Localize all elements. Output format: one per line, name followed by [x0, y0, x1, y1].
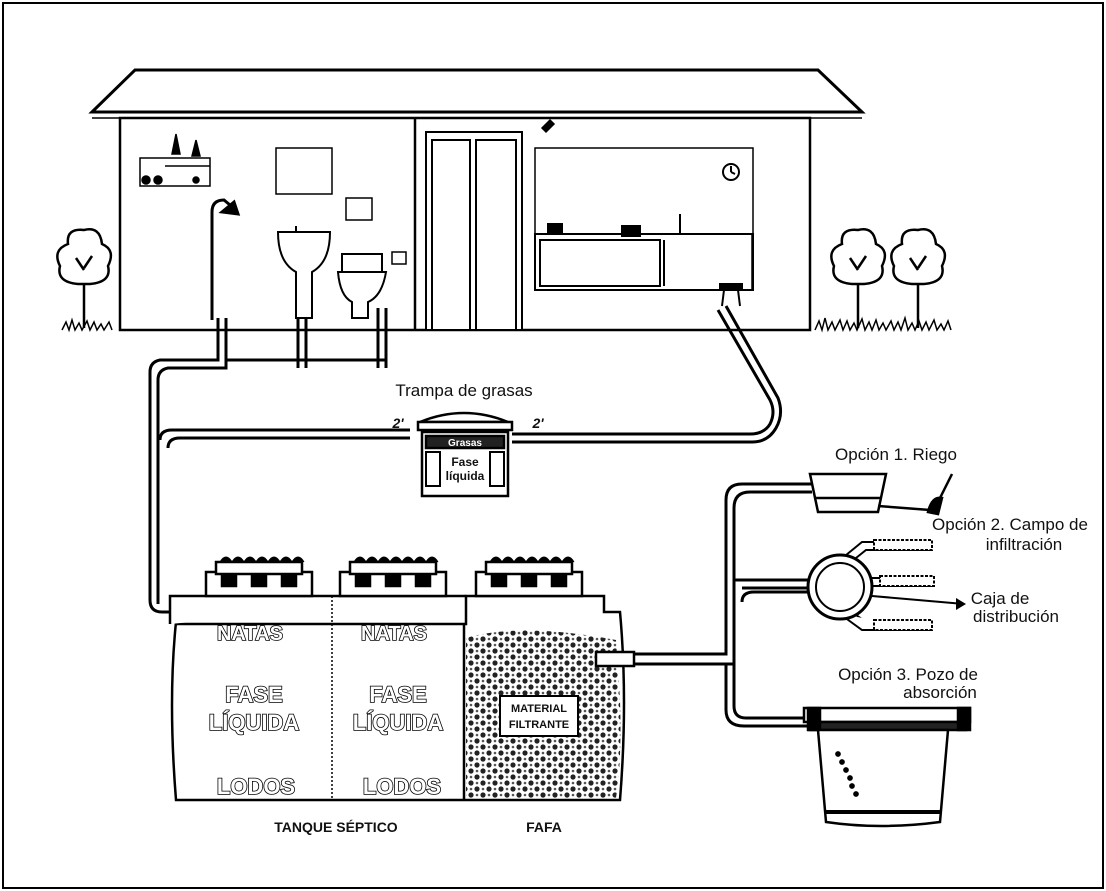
- grass: [814, 315, 952, 333]
- door: [425, 131, 523, 331]
- dist-box-pointer: [871, 595, 965, 605]
- liquid-label-2b: LÍQUIDA: [353, 710, 444, 735]
- bathroom-mirror: [275, 147, 333, 195]
- sprinkler-icon: [926, 473, 954, 516]
- grease-trap: [416, 411, 514, 498]
- option2-label-1: Opción 2. Campo de: [932, 515, 1088, 534]
- option3-label-2: absorción: [903, 683, 977, 702]
- bathroom-shelf: [139, 133, 211, 187]
- filter-material-1: MATERIAL: [511, 703, 567, 715]
- house-roof: [88, 68, 866, 114]
- filter-material-2: FILTRANTE: [509, 719, 569, 731]
- dist-box-label-1: Caja de: [971, 589, 1030, 608]
- sink-icon: [276, 226, 332, 319]
- irrigation-basin: [808, 472, 931, 514]
- clock-icon: [722, 163, 740, 181]
- liquid-label-1b: LÍQUIDA: [209, 710, 300, 735]
- liquid-phase-small-2: líquida: [446, 469, 485, 483]
- option3-label-1: Opción 3. Pozo de: [838, 665, 978, 684]
- house: [88, 68, 866, 332]
- scum-label-2: NATAS: [361, 623, 427, 645]
- grease-trap-title: Trampa de grasas: [395, 381, 532, 400]
- sludge-label-2: LODOS: [363, 774, 441, 799]
- septic-tank-caption: TANQUE SÉPTICO: [274, 819, 398, 835]
- riser-2: [338, 556, 448, 598]
- stool-icon: [719, 283, 743, 307]
- option2-label-2: infiltración: [986, 535, 1063, 554]
- pipe-size-left: 2': [391, 415, 404, 431]
- outlet-pipes: [634, 482, 820, 728]
- towel-rack: [345, 197, 373, 221]
- riser-1: [204, 556, 314, 598]
- riser-3: [474, 556, 584, 598]
- liquid-label-2a: FASE: [369, 682, 426, 707]
- septic-tank: [168, 556, 636, 802]
- tree-icon-right-1: [830, 228, 887, 328]
- infiltration-field: [839, 539, 935, 631]
- option1-label: Opción 1. Riego: [835, 445, 957, 464]
- pipes: [148, 305, 783, 614]
- tree-icon-right-2: [890, 228, 947, 328]
- kitchen-counter: [534, 214, 754, 291]
- liquid-phase-small-1: Fase: [451, 455, 479, 469]
- toilet-paper: [391, 251, 407, 265]
- distribution-box: [806, 553, 874, 621]
- absorption-well: [802, 706, 972, 828]
- liquid-label-1a: FASE: [225, 682, 282, 707]
- sludge-label-1: LODOS: [217, 774, 295, 799]
- pipe-size-right: 2': [531, 415, 544, 431]
- dist-box-label-2: distribución: [973, 607, 1059, 626]
- grease-layer-label: Grasas: [448, 438, 482, 449]
- scum-label-1: NATAS: [217, 623, 283, 645]
- fafa-caption: FAFA: [526, 819, 562, 835]
- shower-icon: [210, 198, 241, 320]
- tree-icon-left: [56, 228, 113, 333]
- toilet-icon: [336, 253, 388, 319]
- stove-icon: [540, 118, 556, 134]
